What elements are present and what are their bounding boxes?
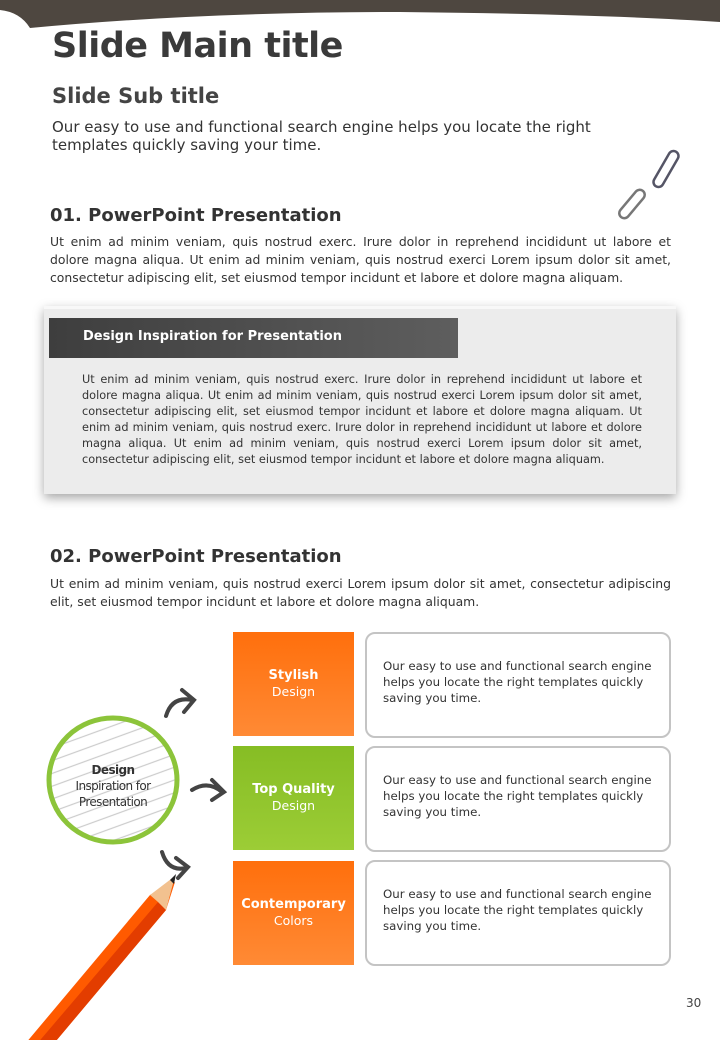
description-box: Our easy to use and functional search en… [365, 860, 671, 966]
pencil-icon [28, 874, 176, 1040]
tile-bold: Contemporary [241, 897, 346, 912]
section2-heading: 02. PowerPoint Presentation [50, 546, 342, 567]
circle-label: Design Inspiration for Presentation [55, 762, 171, 810]
intro-text: Our easy to use and functional search en… [52, 118, 591, 154]
section1-text: Ut enim ad minim veniam, quis nostrud ex… [50, 234, 671, 285]
section1-heading: 01. PowerPoint Presentation [50, 205, 342, 226]
tile-sub: Colors [273, 913, 314, 928]
tile-bold: Top Quality [252, 782, 335, 797]
circle-bold: Design [91, 763, 135, 777]
page-number: 30 [686, 996, 702, 1010]
tile-sub: Design [271, 798, 316, 813]
paperclip-icon [618, 149, 680, 220]
description-box: Our easy to use and functional search en… [365, 746, 671, 852]
circle-line2: Presentation [78, 795, 148, 809]
circle-line1: Inspiration for [75, 779, 152, 793]
page-subtitle: Slide Sub title [52, 84, 220, 108]
circle-outline [46, 715, 180, 845]
header-texture-band [0, 0, 720, 28]
tile-bold: Stylish [268, 668, 319, 683]
description-box: Our easy to use and functional search en… [365, 632, 671, 738]
tile-sub: Design [271, 684, 316, 699]
section2-text: Ut enim ad minim veniam, quis nostrud ex… [50, 576, 671, 609]
diagram-graphics [28, 688, 228, 1040]
card-text: Ut enim ad minim veniam, quis nostrud ex… [82, 373, 642, 466]
card-title: Design Inspiration for Presentation [49, 318, 458, 358]
arrow-icon [160, 688, 228, 880]
page-title: Slide Main title [52, 26, 343, 66]
